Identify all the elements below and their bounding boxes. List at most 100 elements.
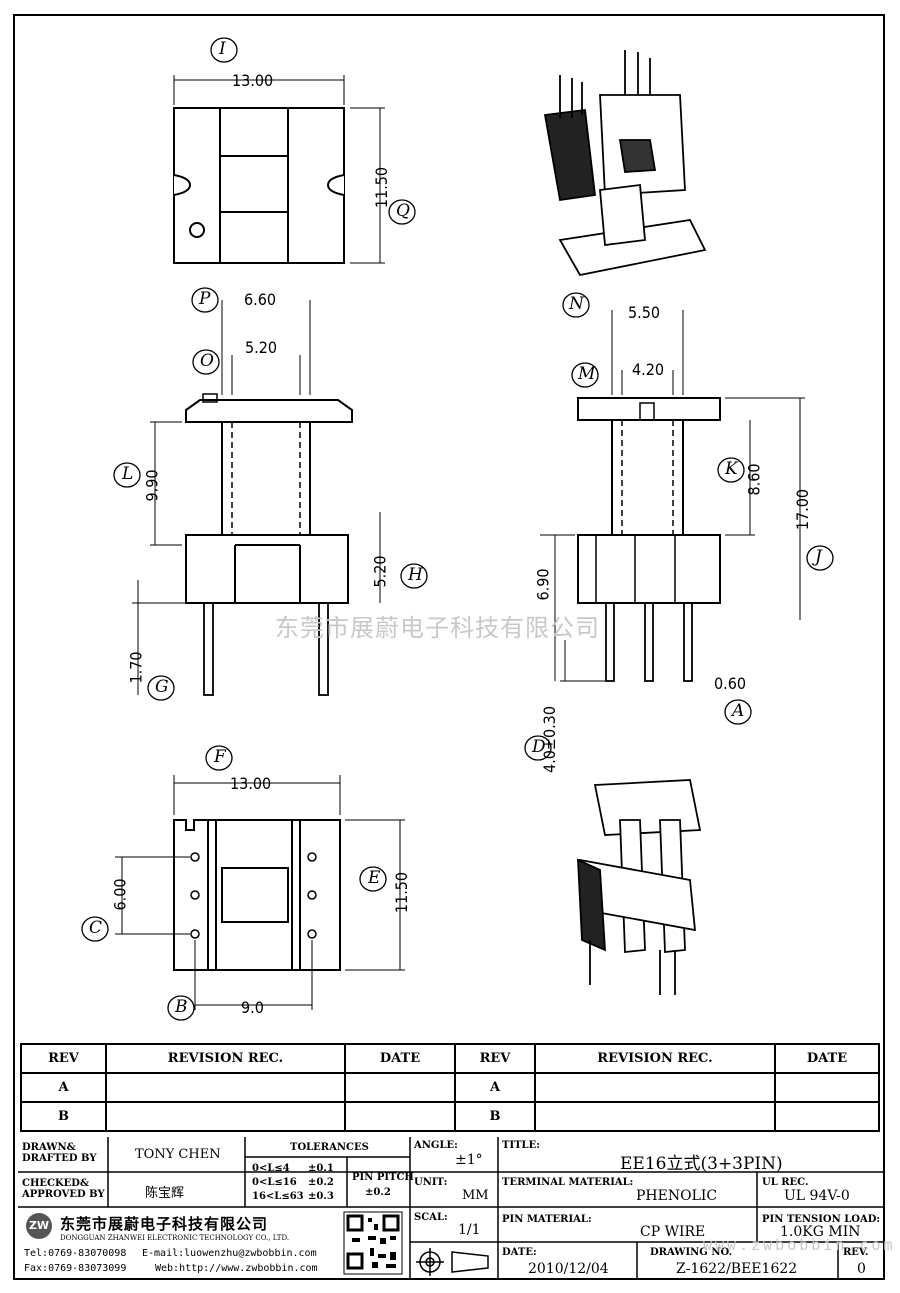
- table-row: A A: [20, 1072, 880, 1103]
- date-cell: [774, 1072, 880, 1103]
- company-email: E-mail:luowenzhu@zwbobbin.com: [142, 1248, 317, 1259]
- pin-material-value: CP WIRE: [640, 1224, 706, 1240]
- date-value: 2010/12/04: [528, 1261, 609, 1277]
- isometric-view-bottom: [577, 779, 702, 995]
- bottom-view: [115, 775, 405, 1010]
- rev-cell: A: [20, 1072, 107, 1103]
- callout-l: L: [122, 464, 134, 484]
- tol-row-2-range: 0<L≤16: [252, 1177, 297, 1188]
- rev-cell: A: [454, 1072, 536, 1103]
- callout-e: E: [368, 868, 381, 888]
- callout-j: J: [815, 547, 822, 567]
- ul-label: UL REC.: [762, 1177, 809, 1188]
- tol-row-1-range: 0<L≤4: [252, 1163, 290, 1174]
- company-fax: Fax:0769-83073099: [24, 1263, 127, 1274]
- revision-header-row: REV REVISION REC. DATE REV REVISION REC.…: [20, 1043, 880, 1074]
- callout-b: B: [175, 997, 188, 1017]
- callout-p: P: [199, 289, 211, 309]
- unit-value: MM: [462, 1188, 489, 1203]
- dim-side-inner: 4.20: [632, 360, 665, 379]
- company-name-en: DONGGUAN ZHANWEI ELECTRONIC TECHNOLOGY C…: [60, 1234, 290, 1242]
- revision-cell: [105, 1072, 346, 1103]
- callout-h: H: [408, 565, 423, 585]
- dim-front-outer: 6.60: [244, 290, 277, 309]
- rev-header: REV: [20, 1043, 107, 1074]
- rev-value: 0: [857, 1261, 866, 1277]
- dim-front-inner: 5.20: [245, 338, 278, 357]
- top-view: [173, 75, 385, 264]
- title-label: TITLE:: [502, 1140, 540, 1151]
- dim-pin-diameter: 0.60: [714, 674, 747, 693]
- pin-tension-value: 1.0KG MIN: [780, 1224, 861, 1240]
- pin-pitch-value: ±0.2: [365, 1187, 391, 1198]
- rev-header: REV: [454, 1043, 536, 1074]
- drawing-no-value: Z-1622/BEE1622: [676, 1261, 798, 1277]
- callout-q: Q: [396, 201, 410, 221]
- callout-c: C: [89, 918, 103, 938]
- pin-material-label: PIN MATERIAL:: [502, 1214, 592, 1225]
- callout-o: O: [200, 351, 214, 371]
- date-cell: [344, 1072, 456, 1103]
- dim-bottom-width: 13.00: [230, 774, 272, 793]
- tol-row-2-value: ±0.2: [308, 1177, 334, 1188]
- company-tel: Tel:0769-83070098: [24, 1248, 127, 1259]
- tol-row-3-value: ±0.3: [308, 1191, 334, 1202]
- pin-tension-label: PIN TENSION LOAD:: [762, 1214, 881, 1225]
- drawing-frame: [13, 14, 885, 1280]
- tolerances-label: TOLERANCES: [290, 1142, 369, 1153]
- date-header: DATE: [774, 1043, 880, 1074]
- angle-value: ±1°: [455, 1152, 483, 1168]
- revision-rec-header: REVISION REC.: [105, 1043, 346, 1074]
- checked-label: CHECKED& APPROVED BY: [22, 1178, 105, 1200]
- company-logo: ZW: [26, 1213, 52, 1239]
- revision-cell: [534, 1101, 776, 1132]
- callout-m: M: [578, 364, 596, 384]
- watermark-company: 东莞市展蔚电子科技有限公司: [275, 614, 600, 642]
- title-value: EE16立式(3+3PIN): [620, 1154, 783, 1174]
- date-header: DATE: [344, 1043, 456, 1074]
- callout-i: I: [219, 39, 226, 59]
- callout-n: N: [569, 294, 584, 314]
- callout-g: G: [155, 677, 169, 697]
- revision-rec-header: REVISION REC.: [534, 1043, 776, 1074]
- company-name-cn: 东莞市展蔚电子科技有限公司: [60, 1215, 269, 1233]
- dim-side-outer: 5.50: [628, 303, 661, 322]
- logo-text: ZW: [28, 1219, 50, 1232]
- qr-code: [346, 1214, 400, 1270]
- dim-top-width: 13.00: [232, 71, 274, 90]
- terminal-material-value: PHENOLIC: [636, 1188, 718, 1204]
- company-web: Web:http://www.zwbobbin.com: [155, 1263, 318, 1274]
- side-view: [540, 310, 805, 682]
- scale-value: 1/1: [458, 1222, 481, 1238]
- tol-row-1-value: ±0.1: [308, 1163, 334, 1174]
- callout-k: K: [725, 459, 738, 479]
- scale-label: SCAL:: [414, 1212, 448, 1223]
- rev-cell: B: [454, 1101, 536, 1132]
- isometric-view-top: [543, 50, 707, 277]
- drawing-no-label: DRAWING NO.: [650, 1247, 733, 1258]
- dim-bottom-row: 9.0: [241, 998, 264, 1017]
- rev-label: REV.: [843, 1247, 869, 1258]
- checked-value: 陈宝辉: [145, 1186, 185, 1201]
- date-cell: [774, 1101, 880, 1132]
- callout-f: F: [214, 747, 226, 767]
- unit-label: UNIT:: [414, 1177, 448, 1188]
- corner-watermark: www.zwbobbin.com: [703, 1236, 896, 1254]
- callout-d: D: [532, 737, 546, 757]
- date-label: DATE:: [502, 1247, 537, 1258]
- rev-cell: B: [20, 1101, 107, 1132]
- table-row: B B: [20, 1101, 880, 1132]
- tol-row-3-range: 16<L≤63: [252, 1191, 304, 1202]
- revision-table: REV REVISION REC. DATE REV REVISION REC.…: [20, 1043, 880, 1132]
- drawn-label: DRAWN& DRAFTED BY: [22, 1142, 97, 1164]
- ul-value: UL 94V-0: [784, 1188, 850, 1204]
- title-block-lines: [18, 1137, 884, 1280]
- terminal-material-label: TERMINAL MATERIAL:: [502, 1177, 634, 1188]
- drawn-value: TONY CHEN: [135, 1147, 221, 1162]
- angle-label: ANGLE:: [414, 1140, 458, 1151]
- callout-a: A: [732, 701, 745, 721]
- pin-pitch-label: PIN PITCH: [352, 1172, 414, 1183]
- date-cell: [344, 1101, 456, 1132]
